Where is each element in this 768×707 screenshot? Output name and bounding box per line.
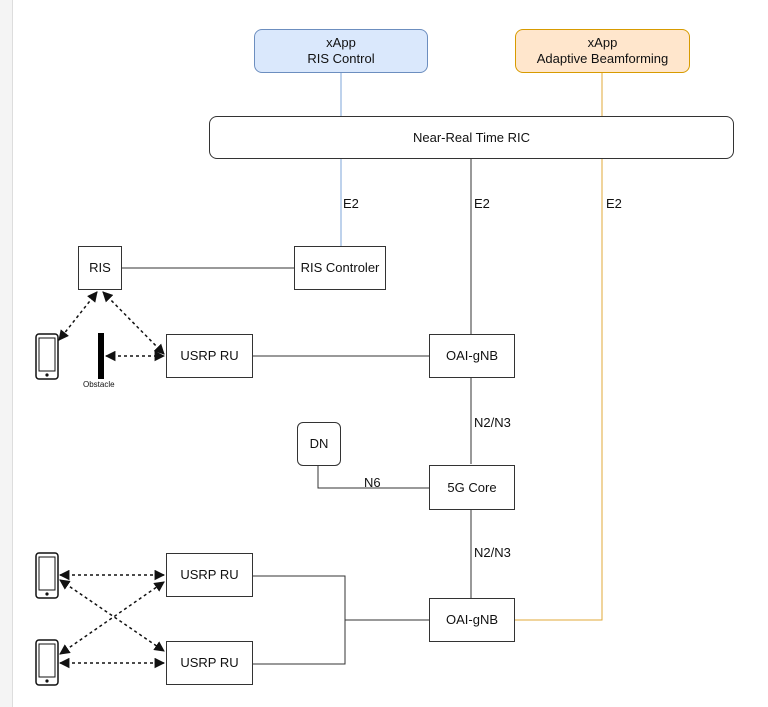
usrp-ru-bottom: USRP RU [166, 641, 253, 685]
xapp-ris-control: xApp RIS Control [254, 29, 428, 73]
xapp-adaptive-beamforming: xApp Adaptive Beamforming [515, 29, 690, 73]
e2-label-ris: E2 [343, 196, 359, 211]
ris-node: RIS [78, 246, 122, 290]
usrp-ru-mid: USRP RU [166, 553, 253, 597]
left-border [0, 0, 13, 707]
usrp-ru-bottom-label: USRP RU [180, 655, 239, 670]
dn-node: DN [297, 422, 341, 466]
ris-label: RIS [89, 260, 111, 275]
core-5g-label: 5G Core [447, 479, 497, 495]
ris-controller-label: RIS Controler [300, 260, 380, 275]
line-usrp-mid-merge [253, 575, 346, 665]
line-e2-beamforming [514, 159, 603, 621]
wireless-ris-phone [58, 291, 98, 341]
obstacle-label: Obstacle [83, 380, 115, 389]
xapp-ris-control-title: xApp [326, 35, 356, 50]
phone-icon [35, 639, 59, 686]
near-rt-ric: Near-Real Time RIC [209, 116, 734, 159]
e2-label-beam: E2 [606, 196, 622, 211]
near-rt-ric-label: Near-Real Time RIC [412, 129, 531, 145]
obstacle-bar [98, 333, 104, 379]
usrp-ru-top: USRP RU [166, 334, 253, 378]
xapp-beamforming-subtitle: Adaptive Beamforming [536, 51, 669, 66]
xapp-ris-control-subtitle: RIS Control [307, 51, 375, 66]
usrp-ru-top-label: USRP RU [180, 348, 239, 363]
usrp-ru-mid-label: USRP RU [180, 567, 239, 582]
wireless-ris-usrp [102, 291, 165, 355]
n6-label: N6 [364, 475, 381, 490]
phone-icon [35, 552, 59, 599]
n2n3-label-top: N2/N3 [474, 415, 511, 430]
ris-controller-node: RIS Controler [294, 246, 386, 290]
core-5g-node: 5G Core [429, 465, 515, 510]
oai-gnb-bottom: OAI-gNB [429, 598, 515, 642]
e2-label-gnb: E2 [474, 196, 490, 211]
oai-gnb-bottom-label: OAI-gNB [445, 612, 498, 627]
phone-icon [35, 333, 59, 380]
line-n6 [317, 466, 429, 489]
n2n3-label-bottom: N2/N3 [474, 545, 511, 560]
xapp-beamforming-title: xApp [587, 35, 618, 50]
wireless-phone1-usrp-bottom [59, 579, 165, 652]
wireless-phone2-usrp-mid [59, 581, 165, 655]
oai-gnb-top: OAI-gNB [429, 334, 515, 378]
dn-label: DN [309, 436, 329, 451]
oai-gnb-top-label: OAI-gNB [445, 348, 498, 363]
